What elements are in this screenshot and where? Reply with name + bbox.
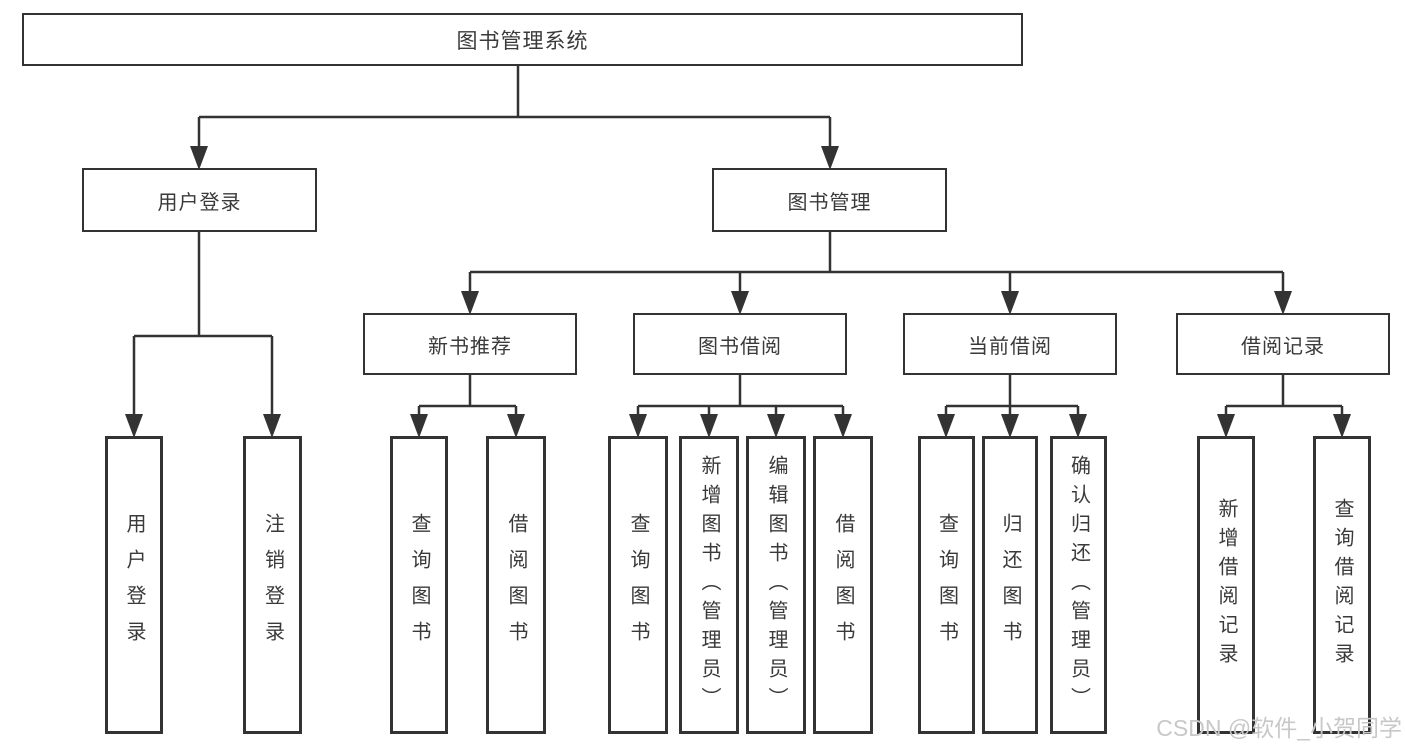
- node-current-borrow: 当前借阅: [903, 313, 1117, 375]
- node-label: 用户登录: [157, 191, 242, 214]
- node-label: 查询图书: [408, 513, 430, 657]
- node-label: 编辑图书（管理员）: [765, 454, 787, 716]
- node-label: 借阅图书: [832, 513, 854, 657]
- watermark-text: CSDN @软件_小贺同学: [1156, 715, 1402, 741]
- arrowhead-icon: [731, 291, 749, 315]
- node-label: 查询图书: [935, 513, 958, 657]
- node-label: 图书借阅: [698, 335, 782, 358]
- leaf-add-books-admin: 新增图书（管理员）: [679, 436, 739, 734]
- arrowhead-icon: [834, 414, 852, 438]
- node-label: 借阅记录: [1241, 335, 1325, 358]
- node-label: 查询借阅记录: [1331, 498, 1353, 672]
- node-library-management-system: 图书管理系统: [22, 13, 1023, 66]
- node-new-book-recommend: 新书推荐: [363, 313, 577, 375]
- connector-new-book-to-leaves: [417, 375, 518, 420]
- node-borrow-records: 借阅记录: [1176, 313, 1390, 375]
- leaf-query-books-current: 查询图书: [918, 436, 975, 734]
- leaf-add-borrow-record: 新增借阅记录: [1197, 436, 1255, 734]
- connector-book-borrow-to-leaves: [636, 375, 845, 420]
- arrowhead-icon: [1217, 414, 1235, 438]
- leaf-query-books-borrow: 查询图书: [608, 436, 668, 734]
- leaf-edit-books-admin: 编辑图书（管理员）: [746, 436, 806, 734]
- arrowhead-icon: [1274, 291, 1292, 315]
- leaf-logout-login: 注销登录: [243, 436, 302, 734]
- leaf-return-books: 归还图书: [982, 436, 1038, 734]
- arrowhead-icon: [263, 414, 281, 438]
- connector-borrow-records-to-leaves: [1224, 375, 1344, 420]
- arrowhead-icon: [1333, 414, 1351, 438]
- arrowhead-icon: [1001, 414, 1019, 438]
- leaf-query-books-recommend: 查询图书: [390, 436, 448, 734]
- arrowhead-icon: [629, 414, 647, 438]
- leaf-user-login: 用户登录: [105, 436, 163, 734]
- arrowhead-icon: [767, 414, 785, 438]
- arrowhead-icon: [937, 414, 955, 438]
- leaf-query-borrow-record: 查询借阅记录: [1313, 436, 1371, 734]
- connector-book-management-to-level3: [468, 232, 1285, 294]
- node-label: 图书管理系统: [456, 29, 589, 53]
- node-label: 查询图书: [627, 513, 649, 657]
- node-label: 确认归还（管理员）: [1067, 454, 1090, 716]
- node-book-borrow: 图书借阅: [633, 313, 847, 375]
- connector-root-to-level2: [197, 66, 832, 152]
- arrowhead-icon: [821, 146, 839, 170]
- arrowhead-icon: [190, 146, 208, 170]
- node-label: 归还图书: [999, 513, 1021, 657]
- node-label: 新增借阅记录: [1215, 498, 1237, 672]
- node-book-management: 图书管理: [712, 168, 947, 232]
- node-label: 新书推荐: [428, 335, 512, 358]
- arrowhead-icon: [1001, 291, 1019, 315]
- node-label: 注销登录: [261, 513, 284, 657]
- node-label: 借阅图书: [505, 513, 527, 657]
- arrowhead-icon: [125, 414, 143, 438]
- arrowhead-icon: [461, 291, 479, 315]
- connector-user-login-to-leaves: [132, 232, 274, 418]
- node-label: 新增图书（管理员）: [698, 454, 720, 716]
- node-label: 用户登录: [123, 513, 145, 657]
- arrowhead-icon: [700, 414, 718, 438]
- node-label: 图书管理: [787, 191, 872, 214]
- node-user-login: 用户登录: [82, 168, 317, 232]
- arrowhead-icon: [1069, 414, 1087, 438]
- connector-current-borrow-to-leaves: [944, 375, 1080, 420]
- arrowhead-icon: [507, 414, 525, 438]
- node-label: 当前借阅: [968, 335, 1052, 358]
- leaf-confirm-return-admin: 确认归还（管理员）: [1050, 436, 1107, 734]
- leaf-borrow-books-recommend: 借阅图书: [486, 436, 546, 734]
- leaf-borrow-books: 借阅图书: [813, 436, 873, 734]
- arrowhead-icon: [410, 414, 428, 438]
